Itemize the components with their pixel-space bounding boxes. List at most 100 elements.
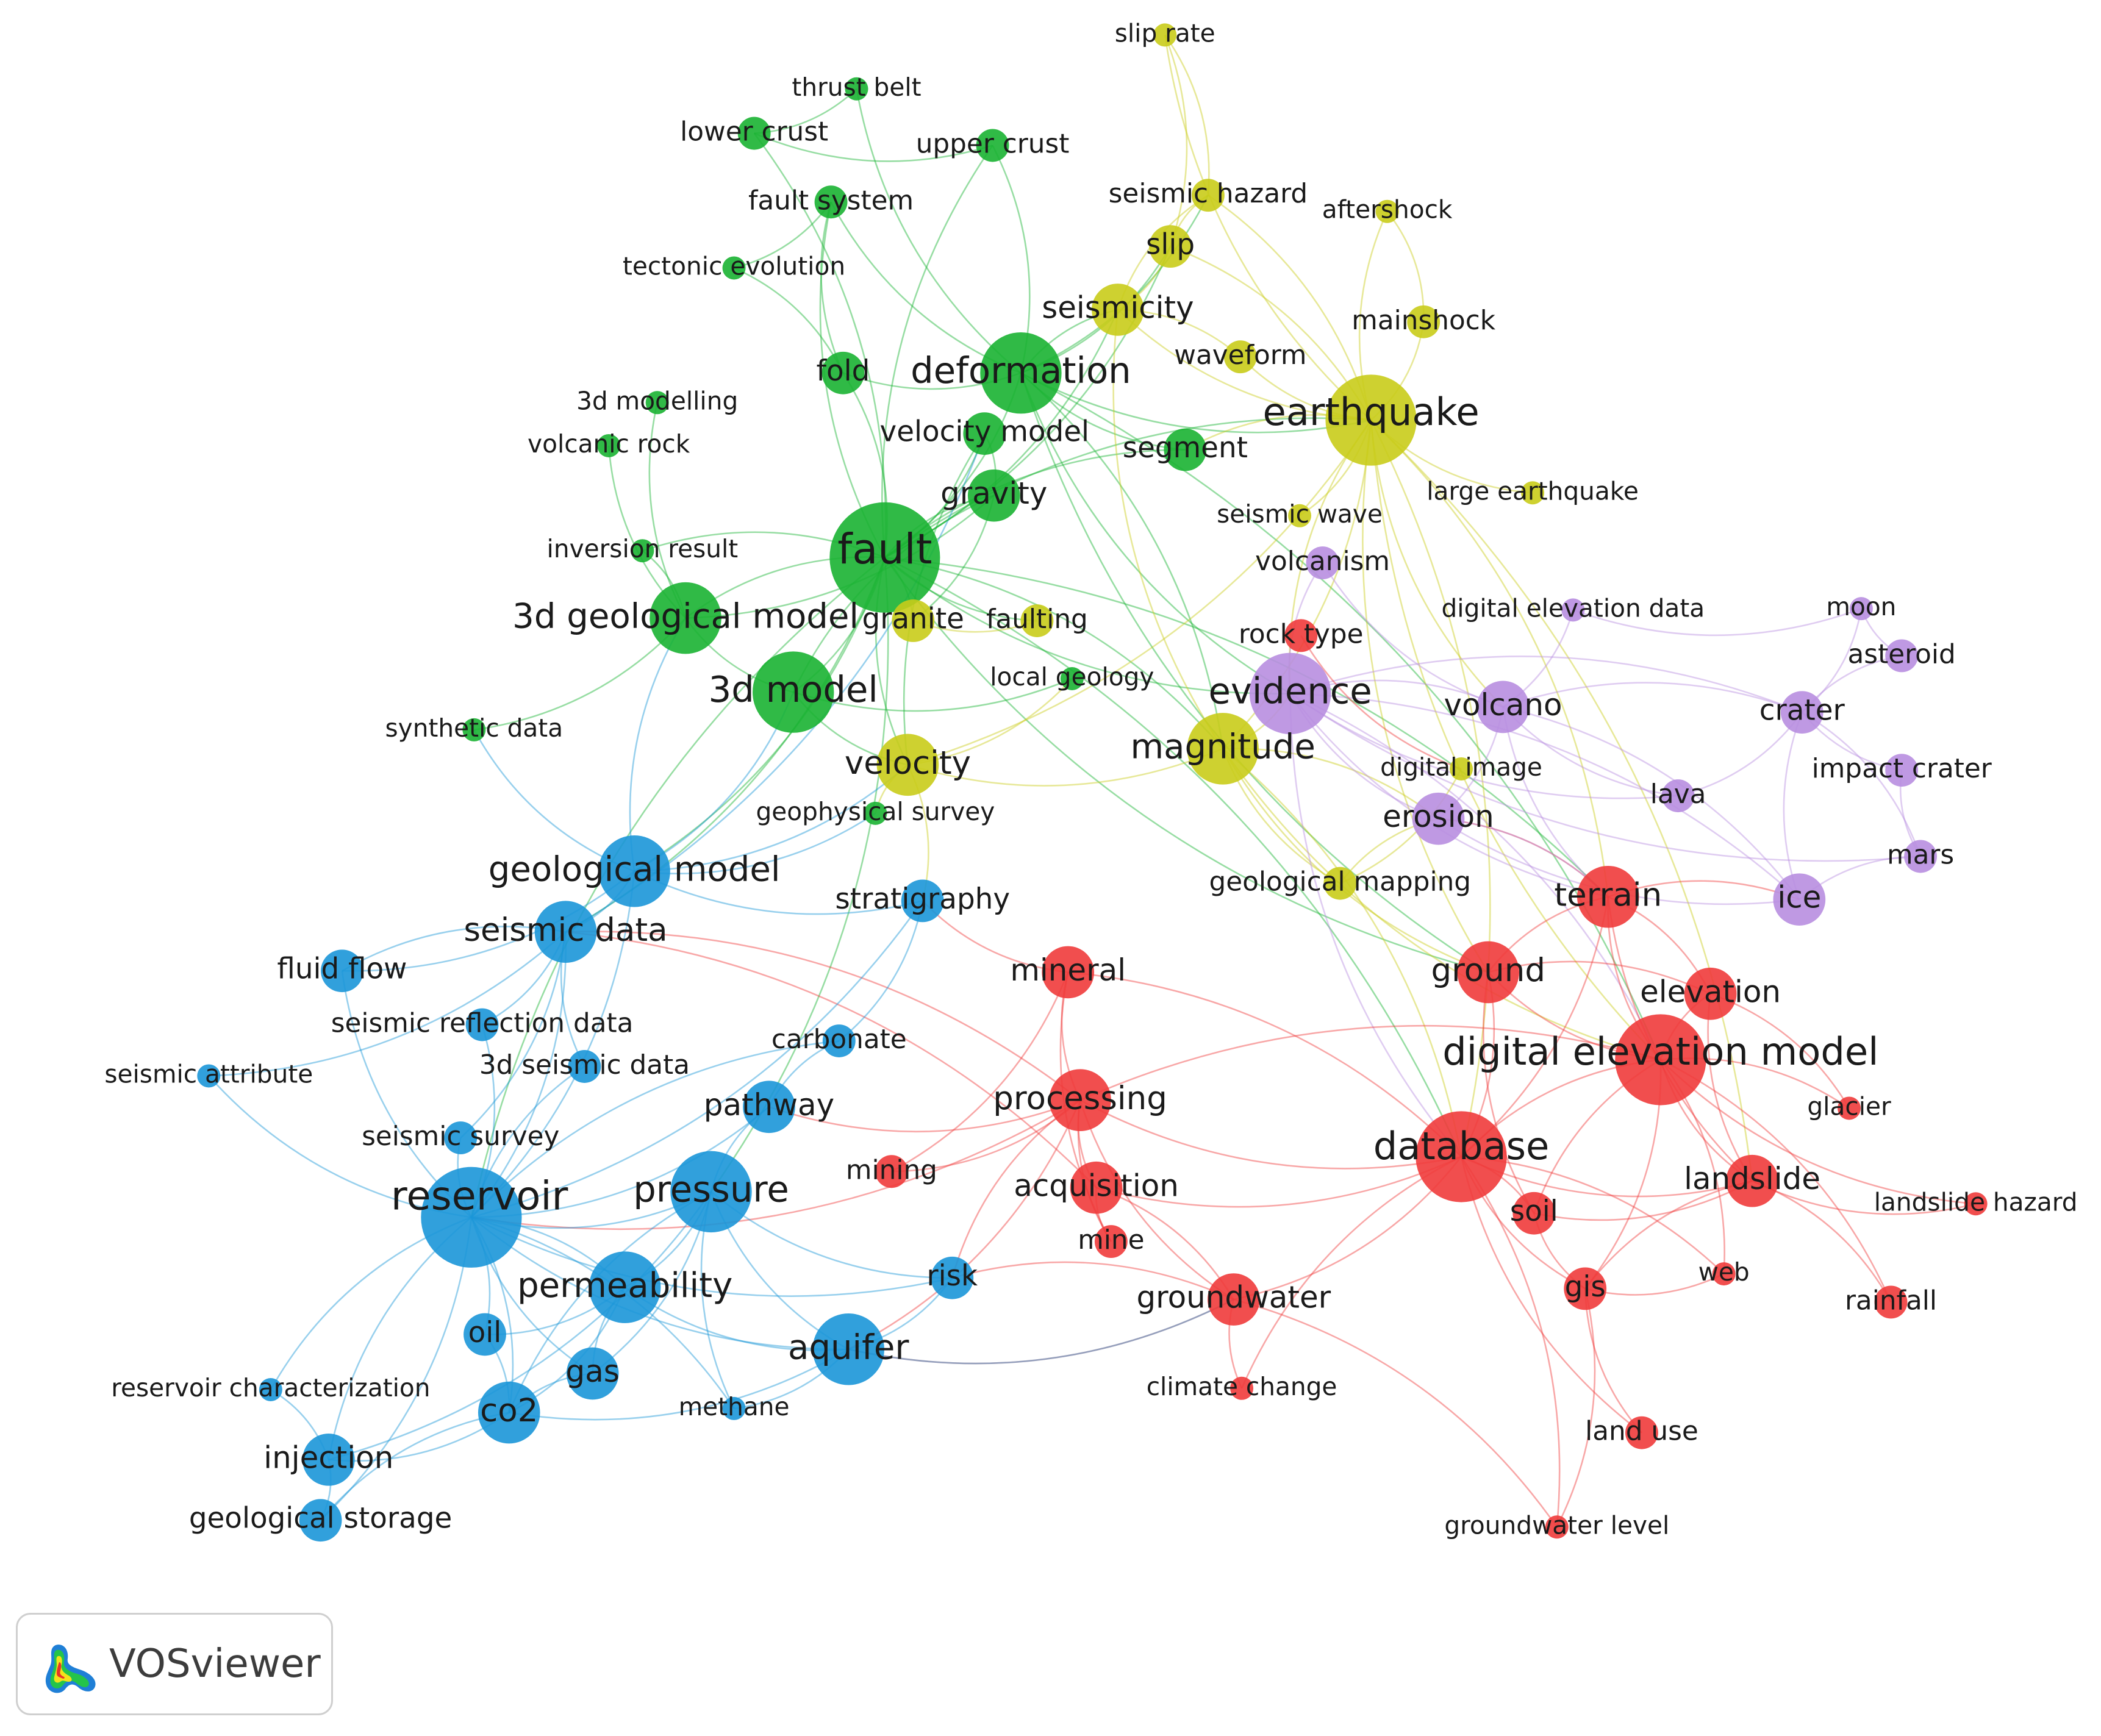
node-thrust-belt[interactable] <box>845 77 868 101</box>
node-groundwater-level[interactable] <box>1545 1515 1569 1539</box>
label-mars[interactable]: mars <box>1887 840 1954 871</box>
label-fluid-flow[interactable]: fluid flow <box>277 953 407 986</box>
node-digital-elevation-data[interactable] <box>1561 598 1585 622</box>
label-seismic-reflection-data[interactable]: seismic reflection data <box>331 1008 634 1039</box>
node-seismic-data[interactable] <box>534 901 597 963</box>
label-earthquake[interactable]: earthquake <box>1262 390 1479 434</box>
node-fluid-flow[interactable] <box>321 949 363 993</box>
label-pathway[interactable]: pathway <box>704 1087 834 1123</box>
node-evidence[interactable] <box>1249 652 1331 734</box>
label-seismic-data[interactable]: seismic data <box>464 912 667 949</box>
label-seismic-wave[interactable]: seismic wave <box>1217 499 1383 529</box>
label-local-geology[interactable]: local geology <box>990 662 1154 691</box>
node-seismic-wave[interactable] <box>1288 504 1312 527</box>
label-carbonate[interactable]: carbonate <box>771 1024 907 1055</box>
node-mine[interactable] <box>1094 1225 1128 1259</box>
label-magnitude[interactable]: magnitude <box>1130 727 1315 766</box>
node-acquisition[interactable] <box>1070 1161 1123 1214</box>
node-pathway[interactable] <box>743 1081 795 1134</box>
label-aquifer[interactable]: aquifer <box>788 1327 909 1367</box>
label-seismic-attribute[interactable]: seismic attribute <box>104 1059 313 1088</box>
label-glacier[interactable]: glacier <box>1807 1091 1891 1121</box>
label-mining[interactable]: mining <box>846 1154 937 1185</box>
node-impact-crater[interactable] <box>1885 754 1919 787</box>
node-volcano[interactable] <box>1476 680 1530 734</box>
label-climate-change[interactable]: climate change <box>1147 1372 1337 1401</box>
label-moon[interactable]: moon <box>1826 592 1896 621</box>
label-rainfall[interactable]: rainfall <box>1845 1285 1937 1316</box>
node-gis[interactable] <box>1564 1267 1607 1310</box>
node-asteroid[interactable] <box>1885 639 1919 673</box>
label-permeability[interactable]: permeability <box>517 1266 732 1306</box>
node-3d-modelling[interactable] <box>645 391 669 415</box>
node-ground[interactable] <box>1457 941 1519 1004</box>
node-inversion-result[interactable] <box>631 539 654 563</box>
node-digital-elevation-model[interactable] <box>1615 1014 1706 1106</box>
node-3d-model[interactable] <box>753 651 834 733</box>
node-tectonic-evolution[interactable] <box>722 256 746 280</box>
node-waveform[interactable] <box>1223 340 1257 374</box>
node-fault[interactable] <box>829 502 940 613</box>
label-geological-model[interactable]: geological model <box>489 849 781 889</box>
label-gas[interactable]: gas <box>566 1354 620 1389</box>
node-reservoir-characterization[interactable] <box>259 1378 282 1401</box>
label-digital-image[interactable]: digital image <box>1380 752 1542 782</box>
node-elevation[interactable] <box>1684 967 1737 1020</box>
node-landslide-hazard[interactable] <box>1964 1192 1988 1216</box>
label-granite[interactable]: granite <box>862 603 964 636</box>
node-geological-mapping[interactable] <box>1323 866 1357 900</box>
node-lower-crust[interactable] <box>737 116 771 150</box>
node-mining[interactable] <box>875 1155 908 1188</box>
node-soil[interactable] <box>1512 1191 1556 1235</box>
label-large-earthquake[interactable]: large earthquake <box>1426 476 1639 505</box>
label-reservoir[interactable]: reservoir <box>391 1173 568 1219</box>
label-evidence[interactable]: evidence <box>1208 670 1372 712</box>
node-aquifer[interactable] <box>812 1313 884 1385</box>
node-groundwater[interactable] <box>1207 1273 1260 1326</box>
node-segment[interactable] <box>1164 428 1207 471</box>
label-database[interactable]: database <box>1373 1124 1550 1168</box>
node-moon[interactable] <box>1849 597 1873 621</box>
node-seismicity[interactable] <box>1092 284 1144 336</box>
label-pressure[interactable]: pressure <box>633 1168 789 1210</box>
label-land-use[interactable]: land use <box>1585 1416 1698 1447</box>
node-granite[interactable] <box>892 599 935 642</box>
label-injection[interactable]: injection <box>263 1440 393 1475</box>
node-velocity-model[interactable] <box>963 412 1006 455</box>
label-stratigraphy[interactable]: stratigraphy <box>835 883 1010 916</box>
label-3d-geological-model[interactable]: 3d geological model <box>512 596 859 636</box>
label-lower-crust[interactable]: lower crust <box>680 116 828 148</box>
node-gravity[interactable] <box>967 469 1020 522</box>
label-velocity-model[interactable]: velocity model <box>880 416 1089 449</box>
label-elevation[interactable]: elevation <box>1640 974 1781 1009</box>
node-3d-geological-model[interactable] <box>650 582 721 654</box>
label-upper-crust[interactable]: upper crust <box>916 129 1070 160</box>
node-local-geology[interactable] <box>1060 667 1084 690</box>
label-slip[interactable]: slip <box>1146 229 1195 262</box>
label-rock-type[interactable]: rock type <box>1239 618 1364 649</box>
label-volcano[interactable]: volcano <box>1444 687 1562 723</box>
node-digital-image[interactable] <box>1450 757 1473 780</box>
node-mainshock[interactable] <box>1407 305 1441 338</box>
label-web[interactable]: web <box>1698 1257 1750 1287</box>
label-3d-modelling[interactable]: 3d modelling <box>576 386 738 415</box>
node-injection[interactable] <box>302 1433 355 1486</box>
node-methane[interactable] <box>722 1396 746 1420</box>
node-terrain[interactable] <box>1577 865 1639 928</box>
node-processing[interactable] <box>1049 1069 1111 1132</box>
label-3d-seismic-data[interactable]: 3d seismic data <box>479 1049 690 1081</box>
node-land-use[interactable] <box>1625 1416 1658 1449</box>
label-fault[interactable]: fault <box>837 525 932 574</box>
node-faulting[interactable] <box>1020 604 1054 637</box>
label-thrust-belt[interactable]: thrust belt <box>792 73 921 102</box>
label-tectonic-evolution[interactable]: tectonic evolution <box>623 251 845 280</box>
node-pressure[interactable] <box>670 1151 752 1233</box>
label-groundwater-level[interactable]: groundwater level <box>1444 1510 1669 1540</box>
node-mars[interactable] <box>1904 840 1938 873</box>
node-fault-system[interactable] <box>814 185 848 219</box>
label-seismic-survey[interactable]: seismic survey <box>362 1121 559 1152</box>
label-faulting[interactable]: faulting <box>986 604 1088 635</box>
label-terrain[interactable]: terrain <box>1554 876 1662 913</box>
label-gravity[interactable]: gravity <box>940 476 1047 511</box>
node-web[interactable] <box>1712 1262 1736 1286</box>
